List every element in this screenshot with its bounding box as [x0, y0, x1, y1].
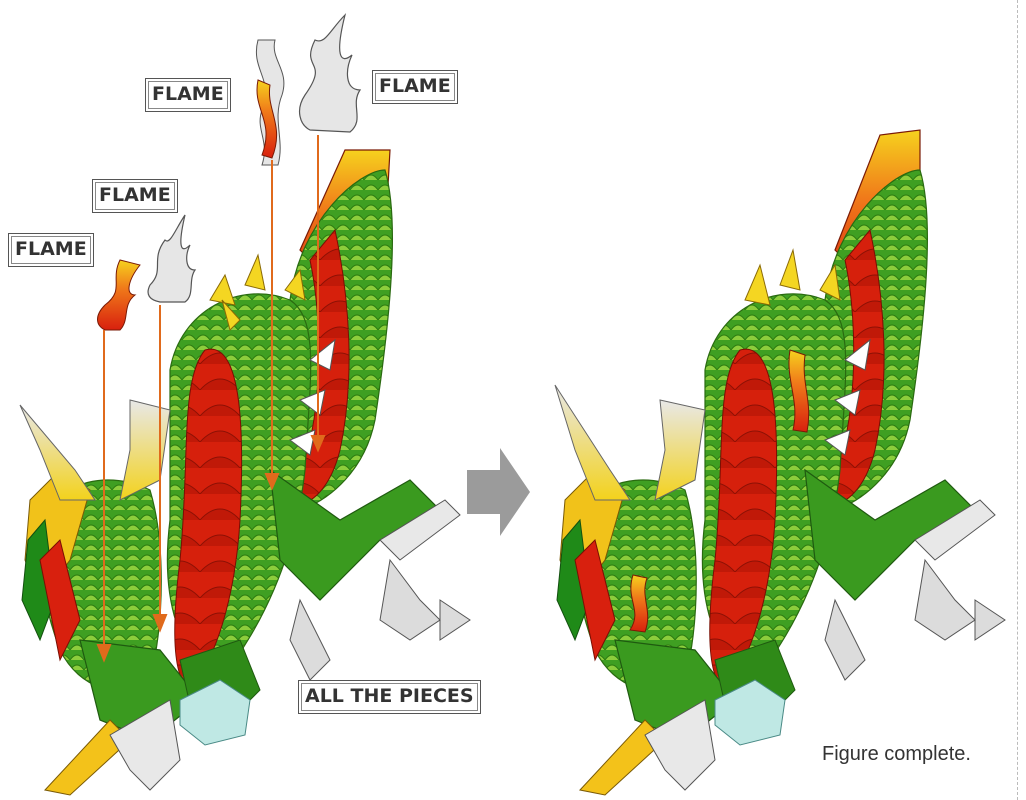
- dragon-right: [555, 130, 1005, 795]
- all-pieces-label: ALL THE PIECES: [298, 680, 481, 714]
- dashed-divider: [1017, 0, 1018, 800]
- flame-piece-low: [98, 260, 141, 330]
- arrow-right-icon: [467, 448, 530, 536]
- flame-label-mid: FLAME: [92, 179, 178, 213]
- flame-piece-top-left: [256, 40, 284, 165]
- flame-label-low: FLAME: [8, 233, 94, 267]
- figure-caption: Figure complete.: [822, 743, 971, 766]
- flame-piece-top-right: [300, 15, 360, 132]
- flame-label-top-left: FLAME: [145, 78, 231, 112]
- flame-label-top-right: FLAME: [372, 70, 458, 104]
- flame-piece-mid: [148, 215, 195, 302]
